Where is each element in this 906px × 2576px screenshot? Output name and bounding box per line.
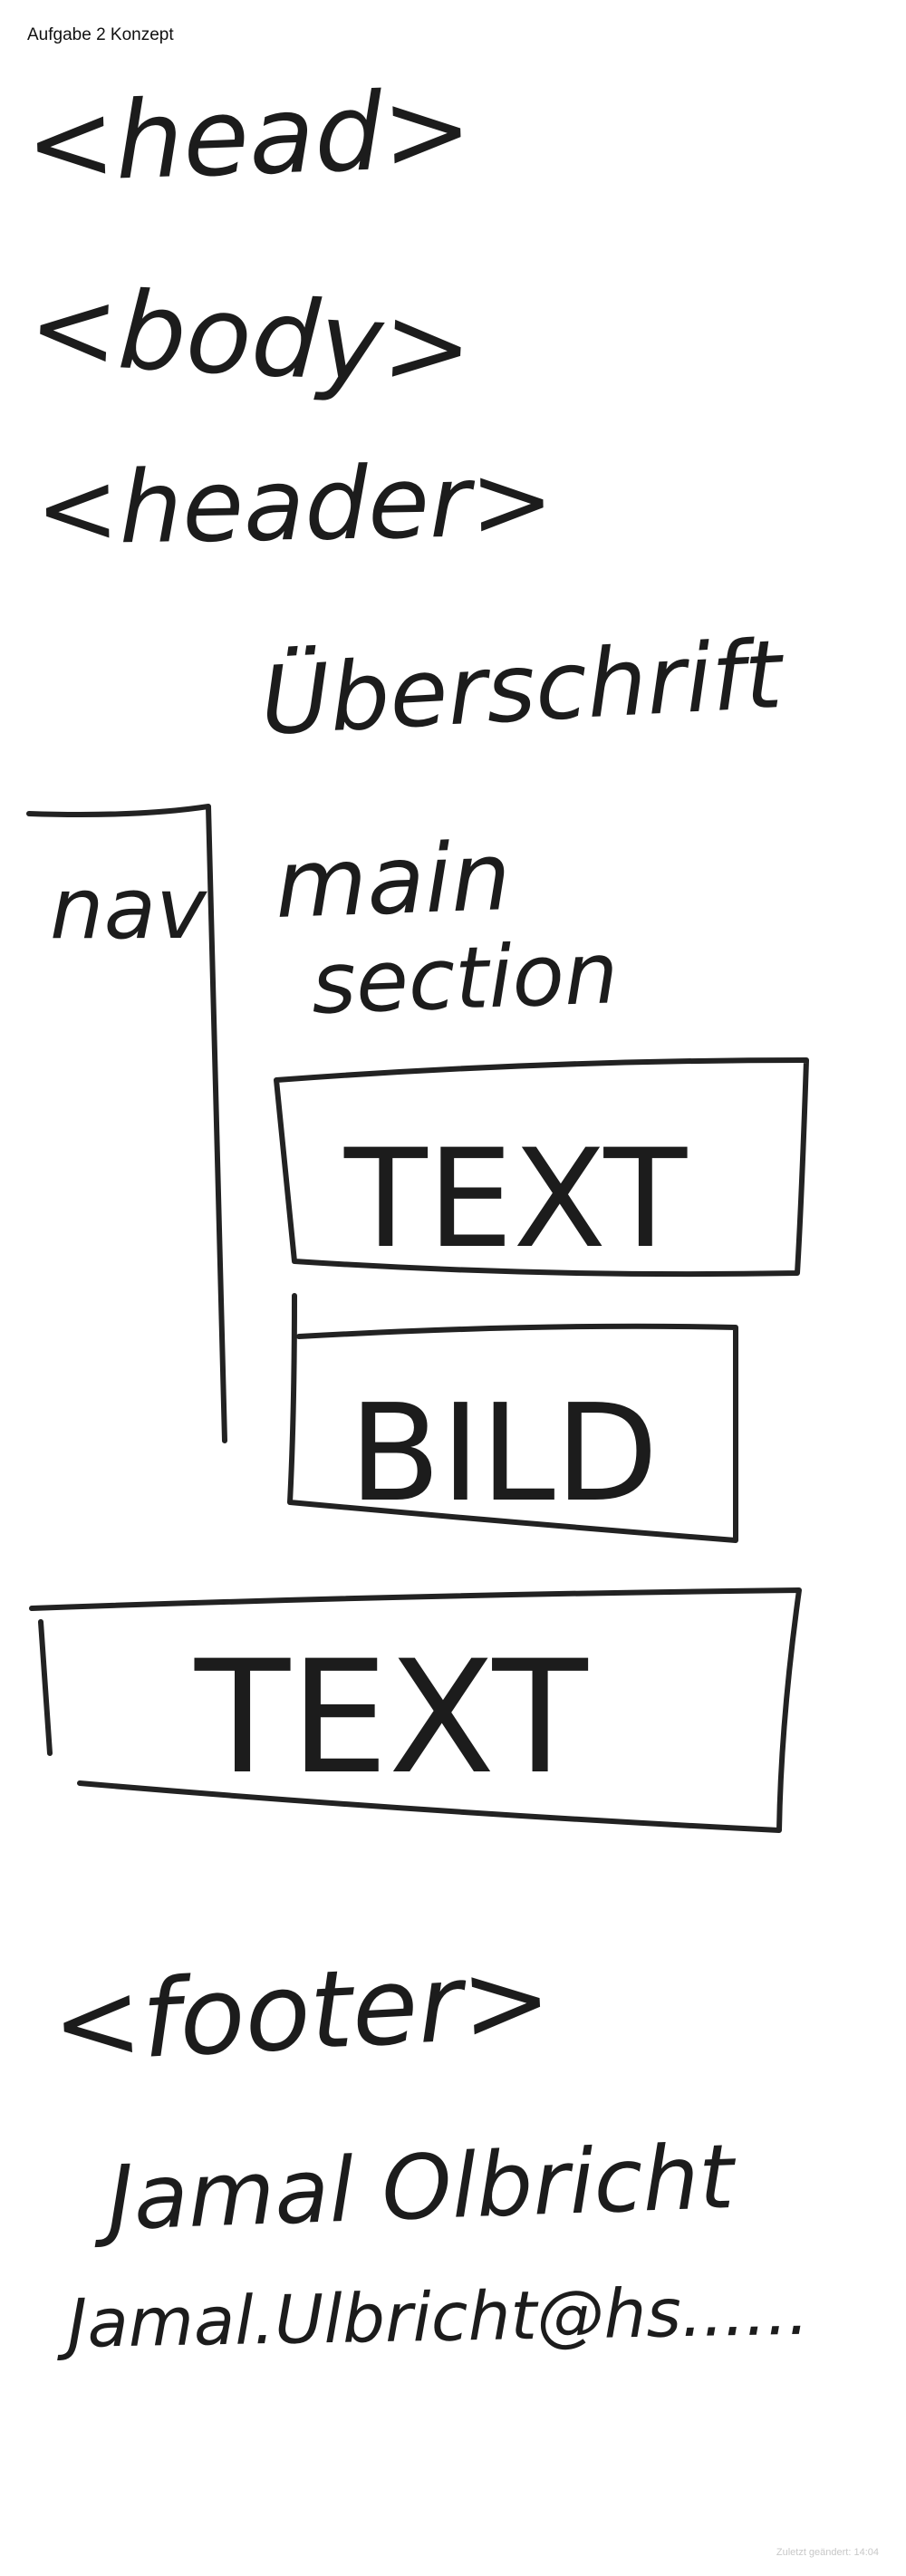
text-box-2-frame [29,1587,802,1833]
image-box-label: BILD [349,1375,659,1531]
text-box-2-left-edge [38,1619,53,1756]
author-name: Jamal Olbricht [91,2126,738,2252]
text-box-1-frame [274,1057,809,1278]
nav-bracket [26,804,227,1443]
head-tag: <head> [24,66,474,207]
author-email: Jamal.Ulbricht@hs...... [55,2272,810,2363]
header-tag: <header> [34,442,554,567]
last-changed-label: Zuletzt geändert: 14:04 [776,2547,879,2558]
text-box-2-label: TEXT [194,1626,589,1809]
text-box-1-label: TEXT [343,1121,689,1278]
note-title: Aufgabe 2 Konzept [27,25,174,44]
body-tag: <body> [26,263,476,410]
main-label: main [274,821,513,940]
heading-word: Überschrift [258,619,787,757]
nav-label: nav [50,860,207,959]
image-box-frame [287,1293,738,1543]
footer-tag: <footer> [49,1935,554,2087]
section-label: section [310,924,620,1034]
